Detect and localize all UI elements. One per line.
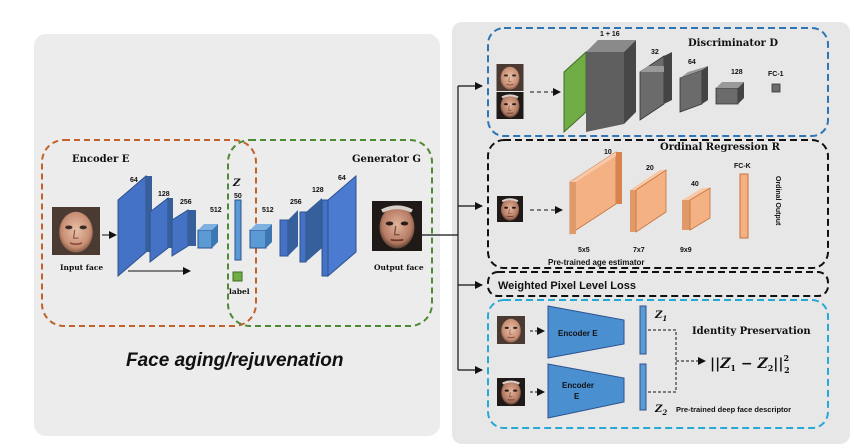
ordinal-size-10: 10: [604, 149, 612, 156]
ordinal-block-10: [569, 151, 622, 235]
identity-z1-label: Z1: [654, 310, 667, 323]
identity-caption: Pre-trained deep face descriptor: [676, 405, 791, 414]
identity-box: [487, 299, 829, 429]
ordinal-title: Ordinal Regression R: [660, 142, 781, 153]
ordinal-kernel-9x9: 9x9: [680, 247, 692, 254]
identity-title: Identity Preservation: [692, 326, 811, 337]
encoder-size-512: 512: [210, 207, 222, 214]
discriminator-size-1: 1 + 16: [600, 31, 620, 38]
identity-z1-vector: [639, 305, 647, 355]
discriminator-fc: [771, 83, 781, 93]
generator-title: Generator G: [352, 154, 421, 165]
ordinal-fc: [739, 173, 749, 239]
output-face-label: Output face: [374, 263, 424, 272]
discriminator-block-64: [679, 66, 708, 113]
generator-block-64: [321, 174, 357, 278]
generator-size-256: 256: [290, 199, 302, 206]
latent-z-label: Z: [232, 178, 241, 189]
identity-encoder-bottom-label: Encoder: [562, 381, 594, 390]
ordinal-input-face: [495, 196, 525, 222]
face-aging-caption: Face aging/rejuvenation: [126, 350, 344, 371]
generator-size-64: 64: [338, 175, 346, 182]
identity-z2-label: Z2: [654, 404, 667, 417]
identity-encoder-bottom-label-e: E: [574, 392, 580, 401]
input-face-label: Input face: [60, 263, 103, 272]
discriminator-face-bottom: [495, 92, 525, 119]
encoder-block-64: [117, 174, 152, 278]
identity-z2-vector: [639, 363, 647, 411]
generator-block-512: [249, 224, 272, 249]
encoder-block-512: [197, 224, 218, 249]
ordinal-kernel-7x7: 7x7: [633, 247, 645, 254]
ordinal-size-40: 40: [691, 181, 699, 188]
latent-z-vector: [234, 199, 242, 261]
identity-face-bottom: [496, 378, 526, 406]
encoder-block-128: [149, 196, 173, 264]
ordinal-output-label: Ordinal Output: [774, 176, 781, 226]
discriminator-fc-label: FC-1: [768, 71, 784, 78]
generator-block-128: [299, 198, 322, 263]
generator-size-128: 128: [312, 187, 324, 194]
age-label-box: [232, 271, 243, 282]
identity-encoder-top: [547, 305, 625, 359]
discriminator-block-128: [715, 82, 744, 105]
encoder-size-128: 128: [158, 191, 170, 198]
identity-face-top: [496, 316, 526, 344]
ordinal-block-40: [682, 187, 711, 231]
identity-join-arrowhead: [698, 357, 706, 365]
pixel-loss-title: Weighted Pixel Level Loss: [498, 280, 636, 292]
discriminator-size-128: 128: [731, 69, 743, 76]
discriminator-size-32: 32: [651, 49, 659, 56]
input-face-image: [52, 206, 100, 256]
latent-z-size: 50: [234, 193, 242, 200]
encoder-size-256: 256: [180, 199, 192, 206]
output-face-image: [372, 200, 422, 252]
generator-block-256: [279, 210, 298, 257]
pixel-loss-box: [487, 271, 829, 297]
identity-encoder-top-label: Encoder E: [558, 329, 598, 338]
generator-box: [227, 139, 433, 327]
identity-join-lines: [648, 329, 698, 393]
discriminator-box: [487, 27, 829, 137]
generator-size-512: 512: [262, 207, 274, 214]
encoder-title: Encoder E: [72, 154, 130, 165]
discriminator-block-1: [563, 40, 636, 134]
ordinal-block-20: [630, 169, 667, 233]
discriminator-block-32: [639, 52, 672, 121]
encoder-size-64: 64: [130, 177, 138, 184]
encoder-block-256: [171, 209, 196, 257]
ordinal-kernel-5x5: 5x5: [578, 247, 590, 254]
age-label-text: label: [229, 287, 250, 296]
ordinal-caption: Pre-trained age estimator: [548, 258, 644, 267]
ordinal-box: [487, 139, 829, 269]
identity-encoder-bottom: [547, 363, 625, 419]
discriminator-size-64: 64: [688, 59, 696, 66]
discriminator-title: Discriminator D: [688, 38, 778, 49]
discriminator-face-top: [495, 64, 525, 91]
ordinal-size-20: 20: [646, 165, 654, 172]
ordinal-fc-label: FC-K: [734, 163, 751, 170]
